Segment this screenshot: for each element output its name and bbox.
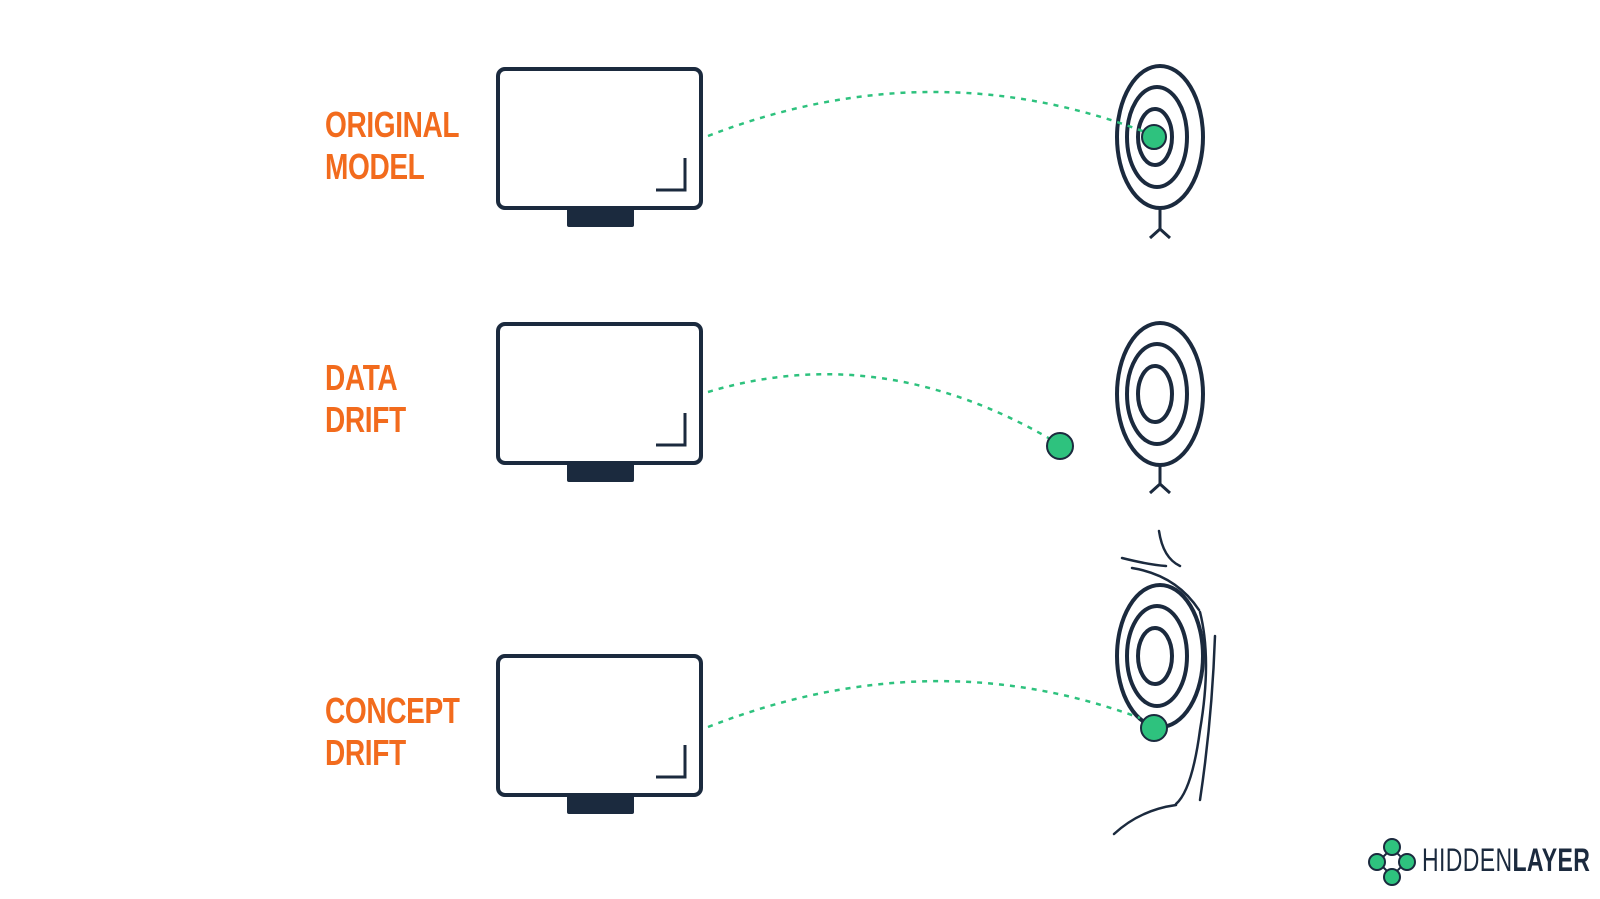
target-icon — [1115, 583, 1205, 729]
row-label-line1: ORIGINAL — [325, 104, 460, 145]
brand-name: HIDDENLAYER — [1422, 840, 1590, 880]
row-concept-drift — [496, 529, 1217, 836]
row-label-line1: DATA — [325, 357, 398, 398]
ball-icon — [1140, 714, 1168, 742]
row-label-line1: CONCEPT — [325, 690, 460, 731]
hiddenlayer-logo: HIDDENLAYER — [1366, 836, 1596, 886]
row-original-model — [496, 64, 1205, 240]
monitor-icon — [496, 67, 703, 227]
dashed-trajectory — [707, 90, 1146, 138]
row-label-data-drift: DATA DRIFT — [325, 357, 406, 441]
row-label-original-model: ORIGINAL MODEL — [325, 104, 460, 188]
row-label-line2: DRIFT — [325, 732, 406, 773]
brand-name-light: HIDDEN — [1422, 842, 1513, 878]
target-icon — [1115, 64, 1205, 240]
ball-icon — [1141, 124, 1167, 150]
row-data-drift — [496, 321, 1205, 495]
hiddenlayer-logo-icon — [1368, 838, 1416, 886]
monitor-icon — [496, 322, 703, 482]
row-label-line2: MODEL — [325, 146, 425, 187]
monitor-icon — [496, 654, 703, 814]
bird-motion-lines — [1112, 529, 1217, 836]
brand-name-bold: LAYER — [1512, 842, 1591, 878]
ball-icon — [1046, 432, 1074, 460]
row-label-concept-drift: CONCEPT DRIFT — [325, 690, 460, 774]
target-icon — [1115, 321, 1205, 495]
dashed-trajectory — [707, 679, 1141, 729]
dashed-trajectory — [707, 372, 1053, 442]
row-label-line2: DRIFT — [325, 399, 406, 440]
